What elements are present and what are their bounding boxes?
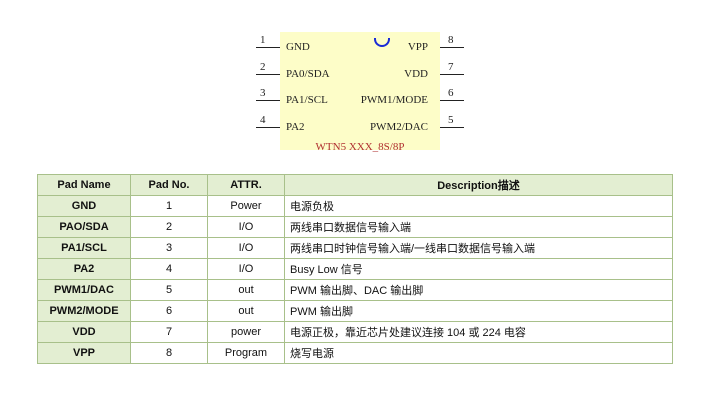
cell-pad-name: PWM1/DAC	[37, 279, 131, 301]
table-row: VPP 8 Program 烧写电源	[37, 342, 673, 364]
cell-pad-name: PWM2/MODE	[37, 300, 131, 322]
pin1-notch-icon	[374, 38, 390, 47]
pin-5-number: 5	[448, 114, 454, 126]
header-attr: ATTR.	[207, 174, 285, 196]
pin-3-number: 3	[260, 87, 266, 99]
cell-attr: I/O	[207, 258, 285, 280]
cell-description: Busy Low 信号	[284, 258, 673, 280]
cell-description: 烧写电源	[284, 342, 673, 364]
pin-8-line	[440, 47, 464, 48]
cell-pad-no: 2	[130, 216, 208, 238]
pin-4-number: 4	[260, 114, 266, 126]
cell-attr: power	[207, 321, 285, 343]
chip-body	[280, 32, 440, 150]
cell-pad-no: 3	[130, 237, 208, 259]
cell-pad-no: 7	[130, 321, 208, 343]
cell-pad-no: 8	[130, 342, 208, 364]
table-row: PA1/SCL 3 I/O 两线串口时钟信号输入端/一线串口数据信号输入端	[37, 237, 673, 259]
table-header-row: Pad Name Pad No. ATTR. Description描述	[37, 174, 673, 196]
pin-6-label: PWM1/MODE	[360, 94, 428, 106]
pin-2-line	[256, 74, 280, 75]
pin-7-label: VDD	[404, 68, 428, 80]
pin-4-label: PA2	[286, 121, 305, 133]
pin-8-label: VPP	[407, 41, 428, 53]
pin-7-number: 7	[448, 61, 454, 73]
pin-1-label: GND	[286, 41, 310, 53]
cell-attr: I/O	[207, 216, 285, 238]
cell-pad-name: PA2	[37, 258, 131, 280]
table-row: PWM1/DAC 5 out PWM 输出脚、DAC 输出脚	[37, 279, 673, 301]
pin-2-label: PA0/SDA	[286, 68, 330, 80]
header-pad-name: Pad Name	[37, 174, 131, 196]
cell-description: 两线串口数据信号输入端	[284, 216, 673, 238]
cell-pad-name: GND	[37, 195, 131, 217]
cell-attr: Program	[207, 342, 285, 364]
pin-6-number: 6	[448, 87, 454, 99]
cell-description: PWM 输出脚	[284, 300, 673, 322]
chip-part-label: WTN5 XXX_8S/8P	[315, 141, 405, 153]
table-row: PA2 4 I/O Busy Low 信号	[37, 258, 673, 280]
cell-pad-name: PAO/SDA	[37, 216, 131, 238]
pin-1-line	[256, 47, 280, 48]
table-row: PAO/SDA 2 I/O 两线串口数据信号输入端	[37, 216, 673, 238]
cell-attr: out	[207, 300, 285, 322]
pin-4-line	[256, 127, 280, 128]
cell-description: 电源负极	[284, 195, 673, 217]
cell-pad-name: VDD	[37, 321, 131, 343]
cell-pad-no: 6	[130, 300, 208, 322]
cell-attr: Power	[207, 195, 285, 217]
header-pad-no: Pad No.	[130, 174, 208, 196]
cell-attr: out	[207, 279, 285, 301]
cell-description: 两线串口时钟信号输入端/一线串口数据信号输入端	[284, 237, 673, 259]
cell-pad-name: PA1/SCL	[37, 237, 131, 259]
pin-2-number: 2	[260, 61, 266, 73]
header-description: Description描述	[284, 174, 673, 196]
cell-description: PWM 输出脚、DAC 输出脚	[284, 279, 673, 301]
cell-pad-no: 4	[130, 258, 208, 280]
pin-8-number: 8	[448, 34, 454, 46]
cell-pad-no: 5	[130, 279, 208, 301]
cell-attr: I/O	[207, 237, 285, 259]
chip-pinout-diagram: 1 GND 2 PA0/SDA 3 PA1/SCL 4 PA2 8 VPP 7 …	[250, 14, 470, 160]
table-row: GND 1 Power 电源负极	[37, 195, 673, 217]
table-row: PWM2/MODE 6 out PWM 输出脚	[37, 300, 673, 322]
pin-7-line	[440, 74, 464, 75]
cell-pad-no: 1	[130, 195, 208, 217]
pin-description-table: Pad Name Pad No. ATTR. Description描述 GND…	[37, 174, 673, 364]
pin-5-label: PWM2/DAC	[369, 121, 428, 133]
pin-3-line	[256, 100, 280, 101]
table-row: VDD 7 power 电源正极，靠近芯片处建议连接 104 或 224 电容	[37, 321, 673, 343]
cell-pad-name: VPP	[37, 342, 131, 364]
cell-description: 电源正极，靠近芯片处建议连接 104 或 224 电容	[284, 321, 673, 343]
pin-3-label: PA1/SCL	[286, 94, 328, 106]
pin-5-line	[440, 127, 464, 128]
pin-1-number: 1	[260, 34, 266, 46]
pin-6-line	[440, 100, 464, 101]
